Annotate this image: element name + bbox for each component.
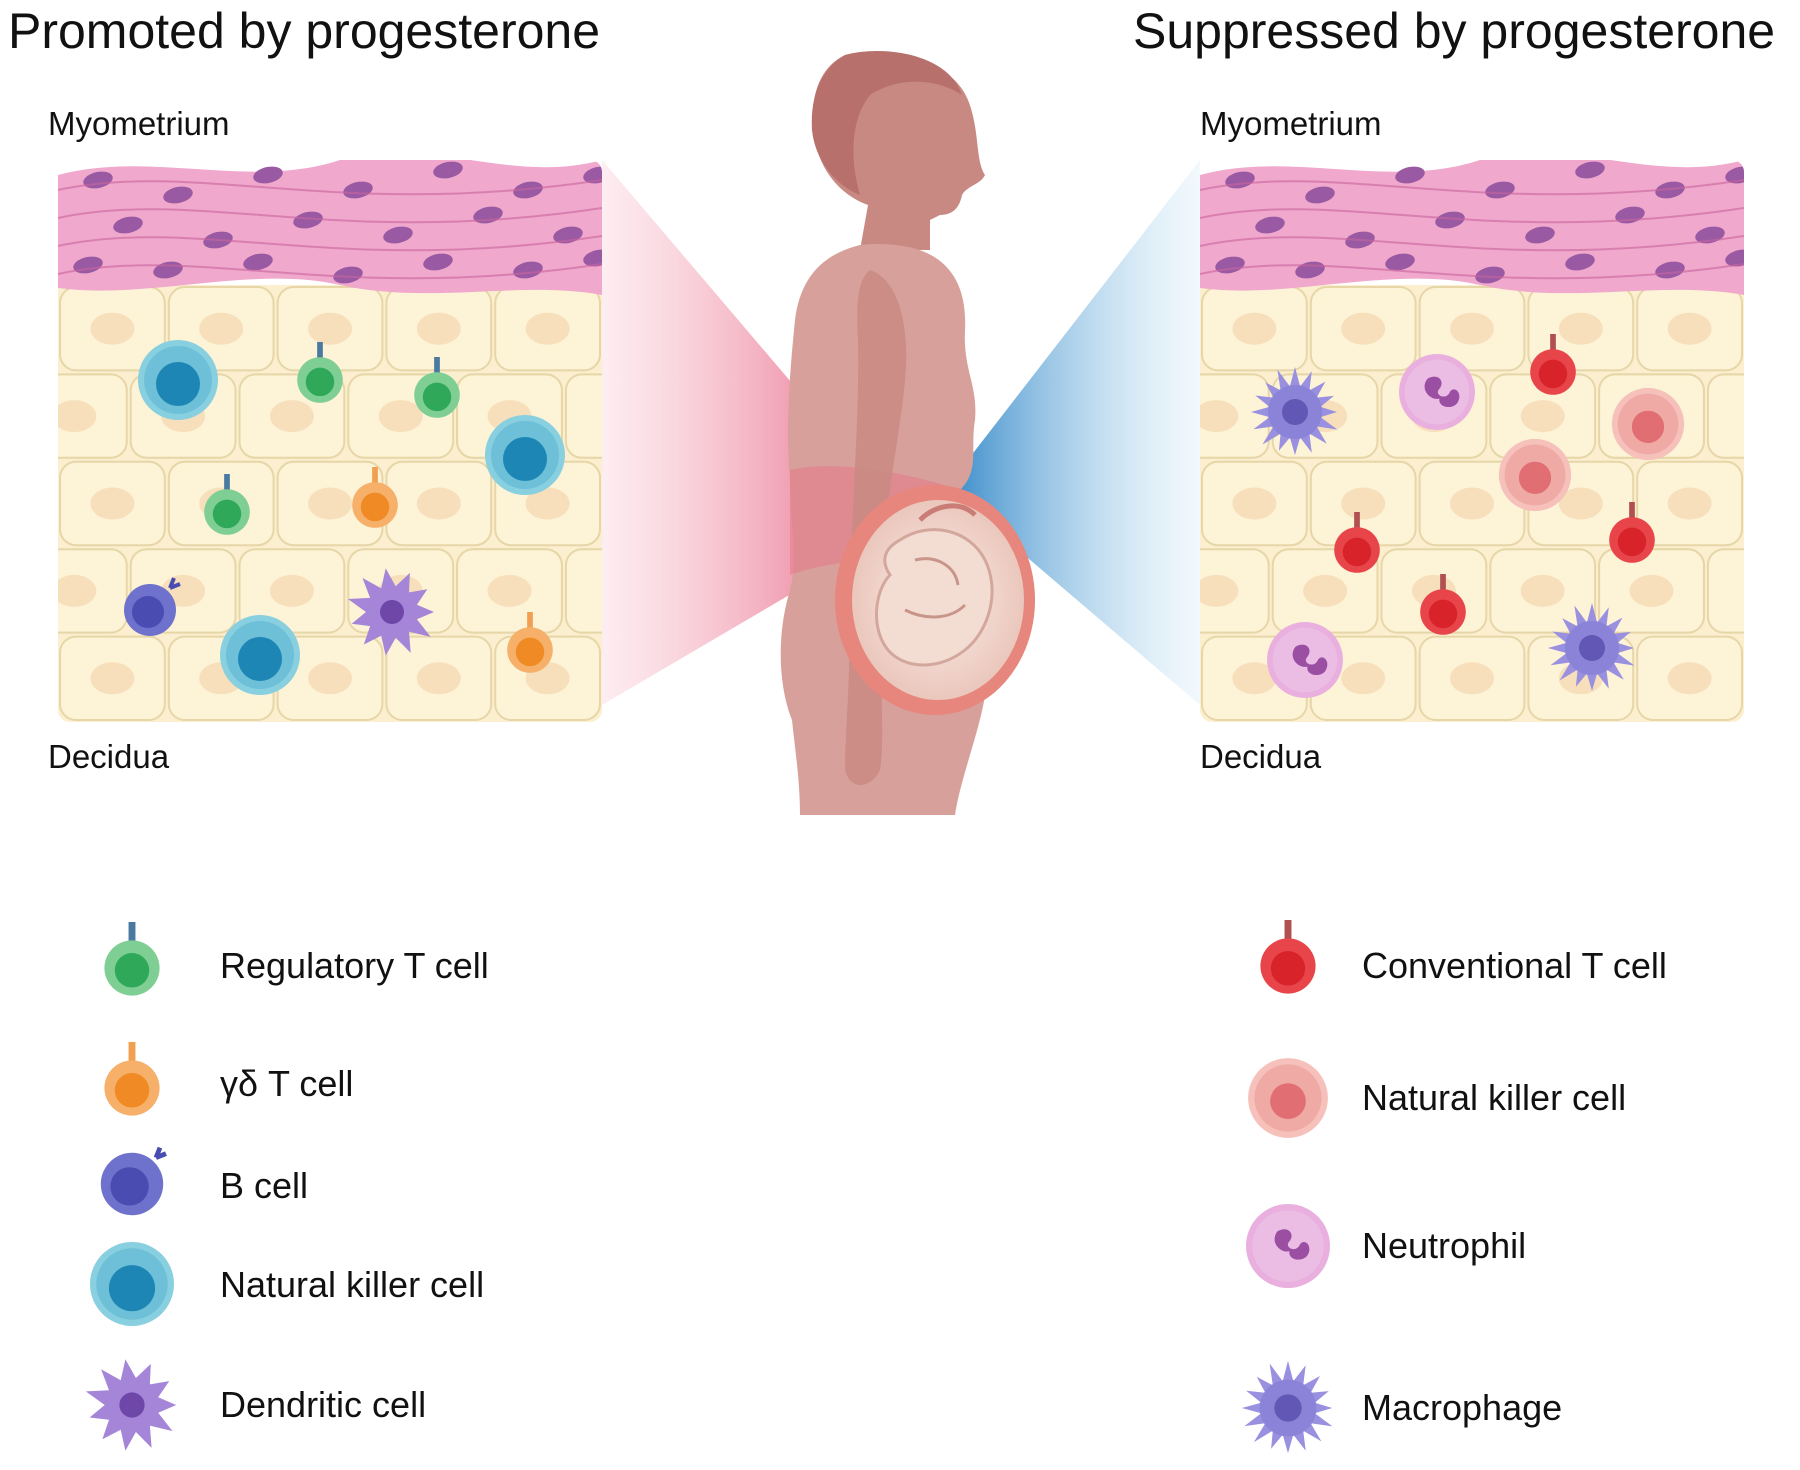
left-myometrium-label: Myometrium — [48, 105, 230, 142]
conventional-t-cell-icon — [1260, 920, 1316, 994]
panel-conv-cell — [1609, 502, 1655, 563]
regulatory-t-cell-icon — [104, 922, 160, 996]
pregnant-woman-figure — [780, 50, 1035, 816]
decidua-cells — [1200, 286, 1744, 721]
suppressed-beam — [960, 160, 1200, 705]
nk-cell-suppressed-icon — [1248, 1058, 1328, 1138]
legend-label-b-cell: B cell — [220, 1165, 308, 1206]
panel-conv-cell — [1334, 512, 1380, 573]
legend-label-dendritic-cell: Dendritic cell — [220, 1384, 426, 1425]
macrophage-icon — [1241, 1360, 1333, 1454]
panel-treg-cell — [414, 357, 460, 418]
panel-nkp-cell — [485, 415, 565, 495]
panel-gd-cell — [352, 467, 398, 528]
neutrophil-icon — [1246, 1204, 1330, 1288]
panel-gd-cell — [507, 612, 553, 673]
legend-label-conventional-t-cell: Conventional T cell — [1362, 945, 1667, 986]
legend-label-gamma-delta-t-cell: γδ T cell — [220, 1063, 353, 1104]
gamma-delta-t-cell-icon — [104, 1042, 160, 1116]
legend-label-regulatory-t-cell: Regulatory T cell — [220, 945, 489, 986]
title-promoted: Promoted by progesterone — [8, 3, 600, 59]
panel-conv-cell — [1530, 334, 1576, 395]
dendritic-cell-icon — [85, 1359, 177, 1451]
legend-label-macrophage: Macrophage — [1362, 1387, 1562, 1428]
left-decidua-label: Decidua — [48, 738, 170, 775]
panel-neut-cell — [1267, 622, 1343, 698]
panel-dend-cell — [347, 568, 434, 656]
decidua-cells — [58, 286, 602, 721]
panel-bcell-cell — [124, 577, 181, 636]
myometrium-nuclei — [58, 161, 602, 284]
legend-suppressed: Conventional T cell Natural killer cell … — [1241, 920, 1667, 1454]
panel-nkp-cell — [138, 340, 218, 420]
legend-label-nk-cell-promoted: Natural killer cell — [220, 1264, 484, 1305]
panel-nkp-cell — [220, 615, 300, 695]
panel-immune-cells — [124, 334, 1685, 698]
legend-label-nk-cell-suppressed: Natural killer cell — [1362, 1077, 1626, 1118]
panel-nks-cell — [1611, 387, 1685, 461]
nk-cell-promoted-icon — [90, 1242, 174, 1326]
panel-conv-cell — [1420, 574, 1466, 635]
panel-mac-cell — [1548, 603, 1635, 691]
panel-treg-cell — [204, 474, 250, 535]
right-myometrium-label: Myometrium — [1200, 105, 1382, 142]
right-decidua-label: Decidua — [1200, 738, 1322, 775]
legend-label-neutrophil: Neutrophil — [1362, 1225, 1526, 1266]
suppressed-tissue-panel — [1200, 160, 1744, 722]
panel-treg-cell — [297, 342, 343, 403]
b-cell-icon — [100, 1146, 167, 1216]
myometrium-layer — [58, 160, 602, 295]
title-suppressed: Suppressed by progesterone — [1133, 3, 1775, 59]
panel-mac-cell — [1251, 367, 1338, 455]
panel-neut-cell — [1399, 354, 1475, 430]
myometrium-layer — [1200, 160, 1744, 295]
myometrium-nuclei — [1200, 161, 1744, 284]
legend-promoted: Regulatory T cell γδ T cell B cell Natur… — [85, 922, 489, 1451]
panel-nks-cell — [1498, 438, 1572, 512]
